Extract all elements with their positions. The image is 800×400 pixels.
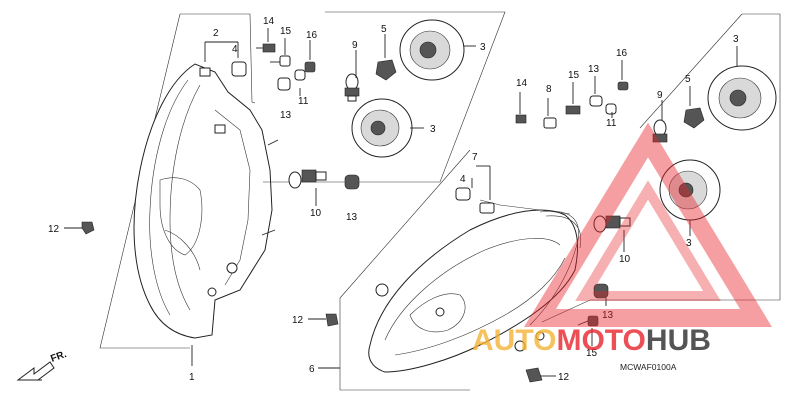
callout-16-left: 16: [306, 30, 318, 41]
callout-2: 2: [213, 28, 219, 39]
callout-10-left: 10: [310, 208, 322, 219]
callout-3-lower-right: 3: [686, 238, 692, 249]
front-arrow-icon: [16, 361, 55, 381]
grommet-part-4-right: [455, 187, 471, 201]
callout-13-lower-left: 13: [346, 212, 358, 223]
callout-14-left: 14: [263, 16, 275, 27]
callout-13-upper-left: 13: [280, 110, 292, 121]
socket-part-5-right: [683, 107, 705, 129]
collar-part-11: [294, 69, 306, 81]
bulb-part-10: [288, 169, 327, 189]
watermark-text-a: AUTO: [472, 324, 556, 357]
collar-part-11-right: [605, 103, 617, 115]
watermark-triangle-icon: [524, 122, 772, 327]
callout-8-right: 8: [546, 84, 552, 95]
callout-11-right: 11: [606, 118, 617, 129]
grommet-part-13-upper: [277, 77, 291, 91]
socket-cover-part-3-upper: [399, 19, 465, 81]
callout-16-right: 16: [616, 48, 628, 59]
callout-10-right: 10: [619, 254, 631, 265]
watermark-text-b: MOTO: [556, 324, 645, 357]
callout-12-upper-right: 12: [292, 315, 304, 326]
callout-1: 1: [189, 372, 195, 383]
front-direction-indicator: FR.: [16, 349, 68, 381]
screw-part-12-lower-right: [525, 367, 543, 383]
callout-13-lower-right: 13: [602, 310, 614, 321]
callout-15-right: 15: [568, 70, 580, 81]
callout-12: 12: [48, 224, 60, 235]
bolt-part-14-right: [515, 114, 527, 124]
grommet-part-13-lower: [344, 174, 360, 190]
callout-7: 7: [472, 152, 478, 163]
callout-5-left: 5: [381, 24, 387, 35]
grommet-part-13-right: [589, 95, 603, 107]
left-headlight-assembly: 2 4 12 1: [48, 13, 279, 383]
socket-cover-part-3-lower-right: [659, 159, 721, 221]
bolt-part-15-right: [565, 105, 581, 115]
socket-cover-part-3-upper-right: [707, 65, 777, 131]
callout-3-upper-right: 3: [733, 34, 739, 45]
bolt-part-14: [256, 43, 276, 53]
callout-12-lower-right: 12: [558, 372, 570, 383]
left-components-box: 14 15 16 3 5 9 11 13 10 13 3: [256, 11, 506, 223]
grommet-part-13-lower-right: [593, 283, 609, 299]
socket-cover-part-3-lower: [351, 98, 413, 158]
callout-13-right: 13: [588, 64, 600, 75]
callout-11-left: 11: [298, 96, 309, 107]
callout-6: 6: [309, 364, 315, 375]
watermark-text: AUTOMOTOHUB: [472, 324, 711, 357]
callout-9-right: 9: [657, 90, 663, 101]
callout-14-right: 14: [516, 78, 528, 89]
right-headlight-assembly: 6 7 4 12 12 14 8 15 13 16 11: [292, 48, 629, 391]
callout-3-lower-left: 3: [430, 124, 436, 135]
collar-part-8-right: [543, 117, 557, 129]
screw-part-12-upper-right: [325, 313, 339, 327]
callout-5-right: 5: [685, 74, 691, 85]
nut-part-16: [304, 61, 316, 73]
bulb-part-9: [344, 73, 360, 102]
screw-part-12: [81, 221, 95, 235]
callout-4-right: 4: [460, 174, 466, 185]
bulb-part-9-right: [652, 119, 668, 143]
grommet-part-4: [231, 61, 247, 77]
bulb-part-10-right: [593, 215, 631, 233]
callout-3-upper-left: 3: [480, 42, 486, 53]
bolt-part-15-lower-right: [577, 315, 599, 327]
callout-4: 4: [232, 44, 238, 55]
watermark-logo: AUTOMOTOHUB: [472, 122, 772, 357]
diagram-code: MCWAF0100A: [620, 362, 677, 372]
callout-15-left: 15: [280, 26, 292, 37]
right-components-box: 3 5 9 3 10 13 15: [541, 13, 781, 359]
socket-part-5: [375, 59, 397, 81]
grommet-part-15: [270, 55, 291, 67]
callout-9-left: 9: [352, 40, 358, 51]
nut-part-16-right: [617, 81, 629, 91]
front-label: FR.: [49, 349, 68, 365]
callout-15-lower-right: 15: [586, 348, 598, 359]
watermark-text-c: HUB: [646, 324, 711, 357]
